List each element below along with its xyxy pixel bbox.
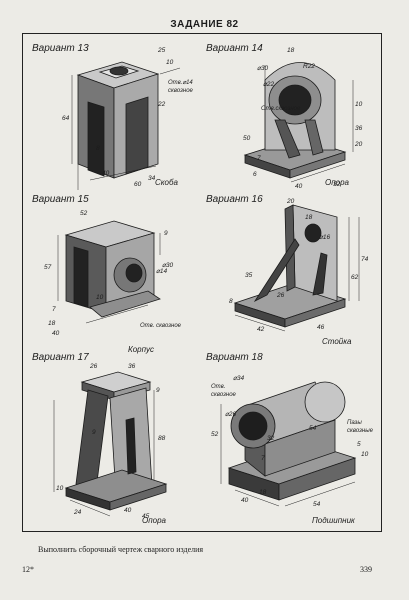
variant-17-caption: Опора <box>142 516 166 525</box>
variant-18-drawing: ⌀34 ⌀26 52 32 54 5 10 7 18 40 54 Отв. ск… <box>211 375 374 508</box>
task-instruction: Выполнить сборочный чертеж сварного изде… <box>38 545 204 554</box>
dim-label: 7 <box>257 155 261 162</box>
dim-label: 7 <box>52 306 56 313</box>
dim-label: 40 <box>295 183 303 190</box>
dim-label: ⌀14 <box>156 268 168 275</box>
dim-label: 54 <box>313 501 321 508</box>
dim-label: 50 <box>243 135 251 142</box>
dim-label: 20 <box>354 141 363 148</box>
note-label: сквозные <box>347 428 374 434</box>
dim-label: ⌀16 <box>319 234 331 241</box>
variant-15-drawing: 52 9 57 10 7 18 40 ⌀30 ⌀14 Отв. сквозное <box>44 210 182 337</box>
dim-label: 10 <box>355 101 363 108</box>
dim-label: 40 <box>241 497 249 504</box>
variant-14-label: Вариант 14 <box>206 43 263 54</box>
note-label: Отв. <box>211 384 225 390</box>
bracket-body <box>76 61 160 179</box>
drawing-frame <box>22 33 382 532</box>
dim-label: 18 <box>287 47 295 54</box>
dim-label: 25 <box>157 47 166 54</box>
dim-label: ⌀22 <box>263 81 275 88</box>
dim-label: ⌀34 <box>233 375 245 382</box>
dim-label: 9 <box>156 387 160 394</box>
variant-15-caption: Корпус <box>128 345 155 354</box>
dim-label: R22 <box>303 63 315 70</box>
dim-label: 5 <box>357 441 361 448</box>
dim-label: 9 <box>92 429 96 436</box>
note-label: сквозное <box>168 88 194 94</box>
dim-label: 9 <box>164 230 168 237</box>
dim-label: 7 <box>261 455 265 462</box>
dim-label: 18 <box>259 489 267 496</box>
dim-label: 40 <box>124 507 132 514</box>
dim-label: 46 <box>317 324 325 331</box>
variant-16-label: Вариант 16 <box>206 194 263 205</box>
dim-label: 45 <box>142 513 150 520</box>
dim-label: ⌀30 <box>257 65 269 72</box>
variant-15-label: Вариант 15 <box>32 194 89 205</box>
note-label: Отв. сквозное <box>140 323 182 329</box>
dim-label: 52 <box>80 210 88 217</box>
support-body <box>243 62 347 179</box>
note-label: Отв.⌀14 <box>168 80 193 86</box>
dim-label: 10 <box>96 294 104 301</box>
dim-label: 26 <box>89 363 98 370</box>
dim-label: 34 <box>148 175 156 182</box>
dim-label: 18 <box>48 320 56 327</box>
variant-17-label: Вариант 17 <box>32 352 89 363</box>
variant-13-caption: Скоба <box>155 178 178 187</box>
variant-18-label: Вариант 18 <box>206 352 263 363</box>
note-label: Пазы <box>347 420 362 426</box>
dim-label: 6 <box>253 171 257 178</box>
bearing-body <box>227 381 357 501</box>
note-label: Отв.сквозное <box>261 106 301 112</box>
variant-13-drawing: 25 10 Отв.⌀14 сквозное 64 8 40 60 34 22 <box>62 47 194 190</box>
dim-label: 74 <box>361 256 369 263</box>
dim-label: 40 <box>102 170 110 177</box>
dim-label: 52 <box>211 431 219 438</box>
page-title: ЗАДАНИЕ 82 <box>170 19 239 30</box>
variant-14-caption: Опора <box>325 178 349 187</box>
variant-16-caption: Стойка <box>322 337 352 346</box>
dim-label: 8 <box>96 145 100 152</box>
variant-17-drawing: 26 36 9 88 9 10 40 24 45 <box>53 363 168 520</box>
variant-18-caption: Подшипник <box>312 516 355 525</box>
footer-signature-mark: 12* <box>22 565 34 574</box>
variant-16-drawing: 20 18 ⌀16 74 62 35 8 26 42 46 <box>229 198 369 333</box>
dim-label: 88 <box>158 435 166 442</box>
support-body <box>64 371 168 511</box>
dim-label: 22 <box>157 101 166 108</box>
variant-13-label: Вариант 13 <box>32 43 89 54</box>
dim-label: 35 <box>245 272 253 279</box>
housing-body <box>64 220 161 318</box>
dim-label: 32 <box>267 435 275 442</box>
stand-body <box>233 204 347 328</box>
dim-label: 40 <box>52 330 60 337</box>
dim-label: 62 <box>351 274 359 281</box>
dim-label: 42 <box>257 326 265 333</box>
dim-label: 36 <box>128 363 136 370</box>
page-number: 339 <box>360 565 372 574</box>
dim-label: 26 <box>276 292 285 299</box>
dim-label: 10 <box>56 485 64 492</box>
dim-label: 20 <box>286 198 295 205</box>
dim-label: 54 <box>309 425 317 432</box>
dim-label: 8 <box>229 298 233 305</box>
dim-label: ⌀30 <box>162 262 174 269</box>
dim-label: 60 <box>134 181 142 188</box>
dim-label: 24 <box>73 509 82 516</box>
dim-label: 10 <box>166 59 174 66</box>
dim-label: 36 <box>355 125 363 132</box>
dim-label: 57 <box>44 264 52 271</box>
dim-label: 10 <box>361 451 369 458</box>
variant-14-drawing: ⌀30 ⌀22 R22 18 50 7 40 20 36 32 10 6 Отв… <box>243 47 363 190</box>
dim-label: 32 <box>333 181 341 188</box>
dim-label: 64 <box>62 115 70 122</box>
dim-label: ⌀26 <box>225 411 237 418</box>
dim-label: 18 <box>305 214 313 221</box>
note-label: сквозное <box>211 392 237 398</box>
